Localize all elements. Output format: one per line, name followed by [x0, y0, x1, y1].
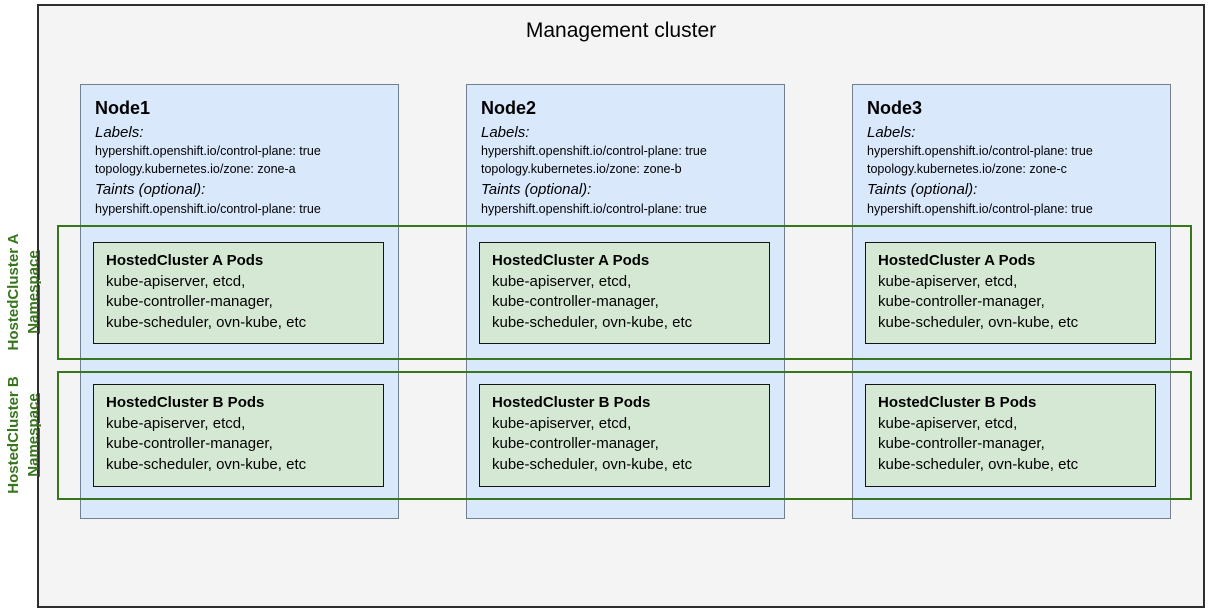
pod-title: HostedCluster A Pods	[878, 252, 1036, 269]
namespace-b-label-line1: HostedCluster B	[5, 376, 22, 494]
node2-hostedcluster-a-pods-box: HostedCluster A Pods kube-apiserver, etc…	[479, 242, 770, 344]
node3-label-line: hypershift.openshift.io/control-plane: t…	[867, 144, 1093, 158]
node1-hostedcluster-b-pods-box: HostedCluster B Pods kube-apiserver, etc…	[93, 384, 384, 487]
namespace-a-label-line1: HostedCluster A	[5, 233, 22, 351]
node1-hostedcluster-a-pods-box: HostedCluster A Pods kube-apiserver, etc…	[93, 242, 384, 344]
node2-taint-line: hypershift.openshift.io/control-plane: t…	[481, 201, 707, 216]
pod-title: HostedCluster B Pods	[878, 394, 1037, 411]
node2-taints-heading: Taints (optional):	[481, 181, 592, 198]
node3-taint-line: hypershift.openshift.io/control-plane: t…	[867, 201, 1093, 216]
pod-line: kube-controller-manager,	[878, 293, 1045, 311]
node3-label-line: topology.kubernetes.io/zone: zone-c	[867, 162, 1067, 176]
node1-taints-heading: Taints (optional):	[95, 181, 206, 198]
hostedcluster-a-namespace-label: HostedCluster A Namespace	[4, 224, 48, 360]
node3-hostedcluster-b-pods-box: HostedCluster B Pods kube-apiserver, etc…	[865, 384, 1156, 487]
pod-line: kube-scheduler, ovn-kube, etc	[106, 314, 307, 332]
pod-title: HostedCluster B Pods	[106, 394, 265, 411]
node1-label-line: topology.kubernetes.io/zone: zone-a	[95, 162, 296, 176]
pod-line: kube-apiserver, etcd,	[492, 414, 632, 432]
node2-title: Node2	[481, 98, 537, 118]
node1-title: Node1	[95, 98, 151, 118]
node3-taints-heading: Taints (optional):	[867, 181, 978, 198]
node2-label-line: topology.kubernetes.io/zone: zone-b	[481, 162, 682, 176]
node1-labels-heading: Labels:	[95, 123, 144, 141]
pod-line: kube-controller-manager,	[106, 293, 273, 311]
management-cluster-title: Management cluster	[525, 19, 717, 42]
namespace-a-label-line2: Namespace	[25, 250, 43, 334]
pod-line: kube-scheduler, ovn-kube, etc	[106, 456, 307, 474]
node3-hostedcluster-a-pods-box: HostedCluster A Pods kube-apiserver, etc…	[865, 242, 1156, 344]
pod-line: kube-apiserver, etcd,	[878, 272, 1018, 290]
node2-label-line: hypershift.openshift.io/control-plane: t…	[481, 144, 707, 158]
pod-line: kube-scheduler, ovn-kube, etc	[492, 314, 693, 332]
node1-taint-line: hypershift.openshift.io/control-plane: t…	[95, 201, 321, 216]
pod-title: HostedCluster A Pods	[492, 252, 650, 269]
node3-labels-heading: Labels:	[867, 123, 916, 141]
pod-line: kube-controller-manager,	[492, 293, 659, 311]
pod-line: kube-controller-manager,	[106, 435, 273, 453]
pod-line: kube-apiserver, etcd,	[878, 414, 1018, 432]
pod-title: HostedCluster B Pods	[492, 394, 651, 411]
pod-line: kube-scheduler, ovn-kube, etc	[878, 456, 1079, 474]
hostedcluster-b-namespace-label: HostedCluster B Namespace	[4, 367, 48, 503]
pod-line: kube-apiserver, etcd,	[492, 272, 632, 290]
pod-line: kube-scheduler, ovn-kube, etc	[492, 456, 693, 474]
node3-title: Node3	[867, 98, 923, 118]
node2-hostedcluster-b-pods-box: HostedCluster B Pods kube-apiserver, etc…	[479, 384, 770, 487]
pod-line: kube-controller-manager,	[878, 435, 1045, 453]
pod-line: kube-apiserver, etcd,	[106, 414, 246, 432]
pod-line: kube-scheduler, ovn-kube, etc	[878, 314, 1079, 332]
namespace-b-label-line2: Namespace	[25, 393, 43, 477]
pod-title: HostedCluster A Pods	[106, 252, 264, 269]
pod-line: kube-controller-manager,	[492, 435, 659, 453]
node1-label-line: hypershift.openshift.io/control-plane: t…	[95, 144, 321, 158]
node2-labels-heading: Labels:	[481, 123, 530, 141]
pod-line: kube-apiserver, etcd,	[106, 272, 246, 290]
